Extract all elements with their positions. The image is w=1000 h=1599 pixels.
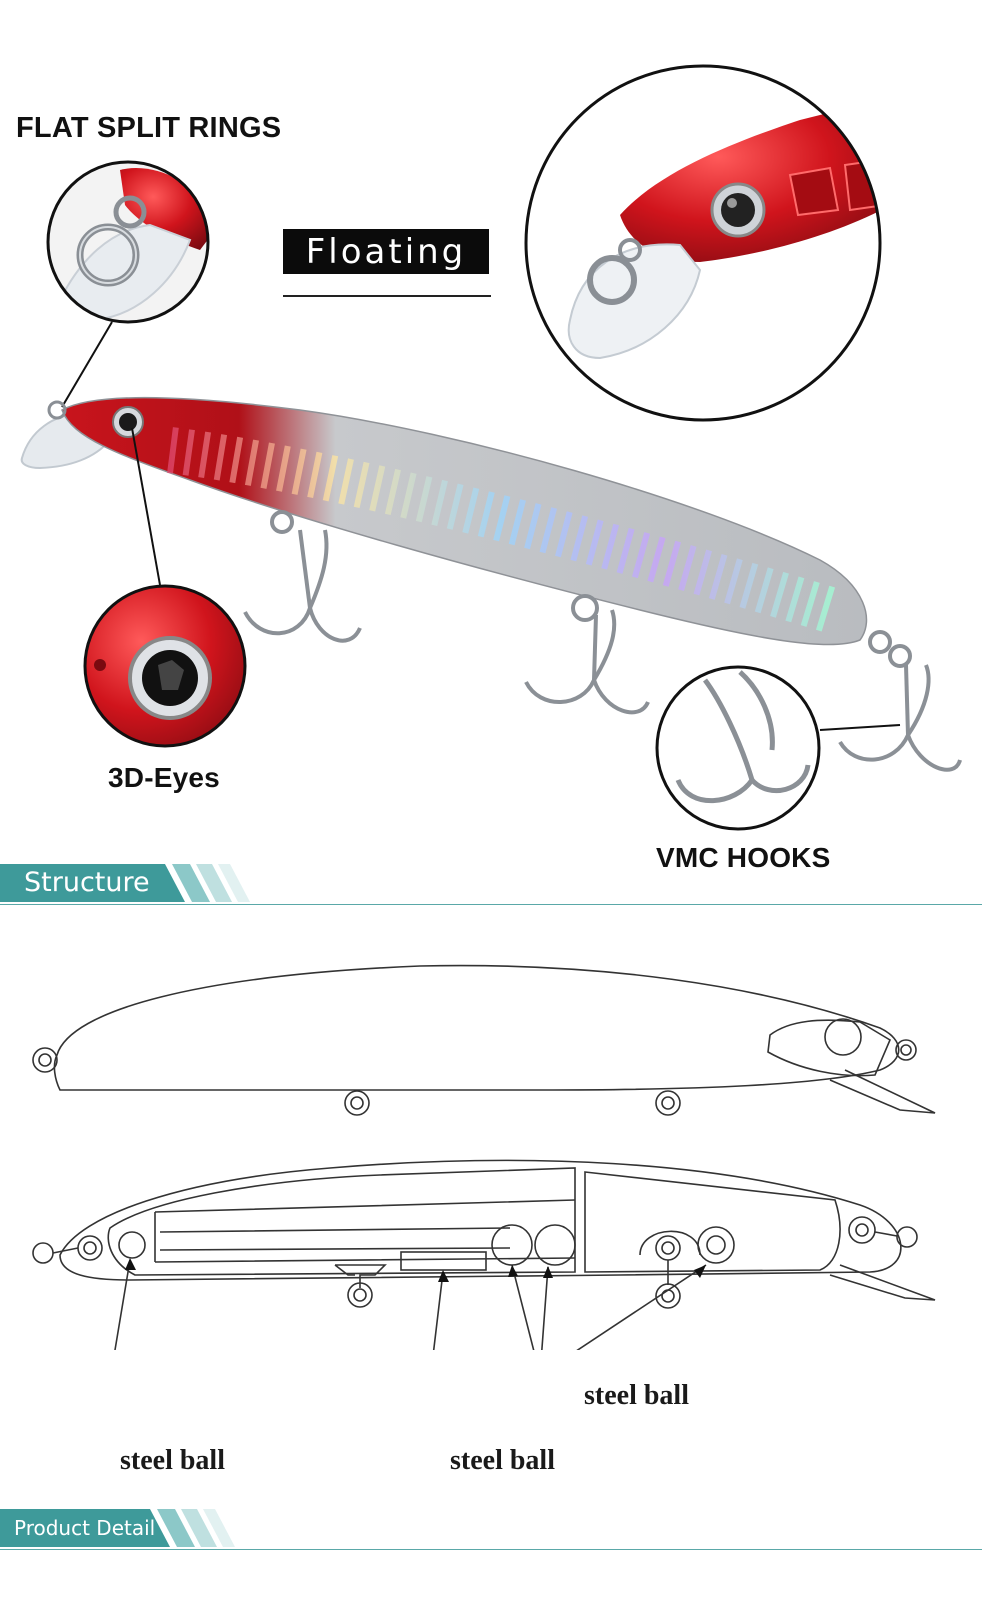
lure-illustration [20, 64, 962, 831]
structure-divider [0, 904, 982, 905]
lure-body [20, 396, 962, 772]
hook-zoom [657, 667, 819, 829]
steel-ball-label-mid: steel ball [450, 1445, 555, 1476]
product-detail-section-title: Product Detail [14, 1516, 156, 1540]
product-detail-bar-shape [0, 1509, 235, 1547]
split-rings-label: FLAT SPLIT RINGS [16, 112, 282, 144]
structure-bar-shape [0, 864, 250, 902]
structure-section-title: Structure [24, 867, 150, 898]
steel-ball-label-right: steel ball [584, 1380, 689, 1411]
floating-underline [283, 295, 491, 297]
lure-structure-diagram [32, 964, 936, 1350]
eye-zoom [85, 586, 245, 746]
floating-badge: Floating [283, 229, 489, 274]
product-detail-divider [0, 1549, 982, 1550]
steel-ball-label-left: steel ball [120, 1445, 225, 1476]
head-zoom [526, 66, 880, 420]
split-ring-zoom [48, 162, 208, 322]
eyes-label: 3D-Eyes [108, 762, 220, 793]
hooks-label: VMC HOOKS [656, 842, 831, 873]
